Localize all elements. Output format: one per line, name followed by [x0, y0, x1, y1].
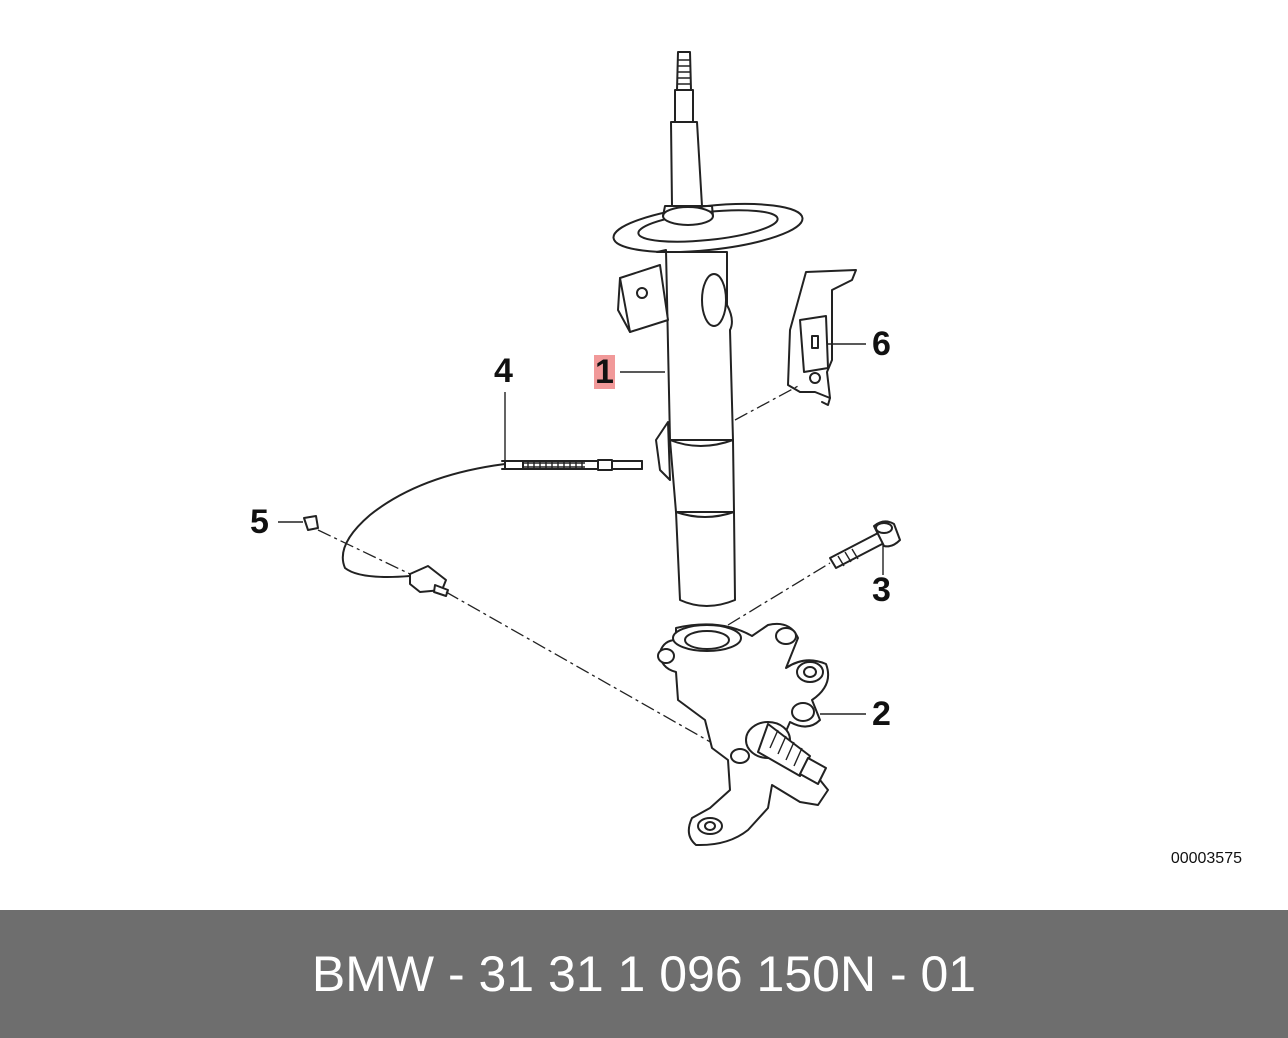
- bolt-part-3: [829, 520, 901, 569]
- part-label-2: 2: [872, 695, 891, 733]
- part-label-3: 3: [872, 571, 891, 609]
- footer-brand: BMW: [311, 946, 435, 1002]
- sensor-cable-part-4: [341, 459, 643, 578]
- part-label-6: 6: [872, 325, 891, 363]
- part-label-1: 1: [594, 353, 615, 391]
- strut-assembly-drawing: [278, 51, 901, 847]
- diagram-id: 00003575: [1170, 850, 1242, 867]
- footer-bar: BMW - 31 31 1 096 150 N - 01: [0, 910, 1288, 1038]
- steering-knuckle-part-2: [657, 622, 830, 847]
- abs-sensor: [409, 565, 449, 597]
- part-label-4: 4: [494, 352, 513, 390]
- footer-caption: BMW - 31 31 1 096 150 N - 01: [311, 946, 977, 1002]
- bracket-part-6: [787, 269, 857, 406]
- footer-part-number: 31 31 1 096 150: [478, 946, 840, 1002]
- screw-part-5: [303, 515, 319, 531]
- part-label-5: 5: [250, 503, 269, 541]
- footer-variant: N - 01: [839, 946, 977, 1002]
- shock-absorber-strut: [612, 51, 804, 607]
- parts-diagram: 1 2 3 4 5 6 00003575: [250, 51, 1242, 867]
